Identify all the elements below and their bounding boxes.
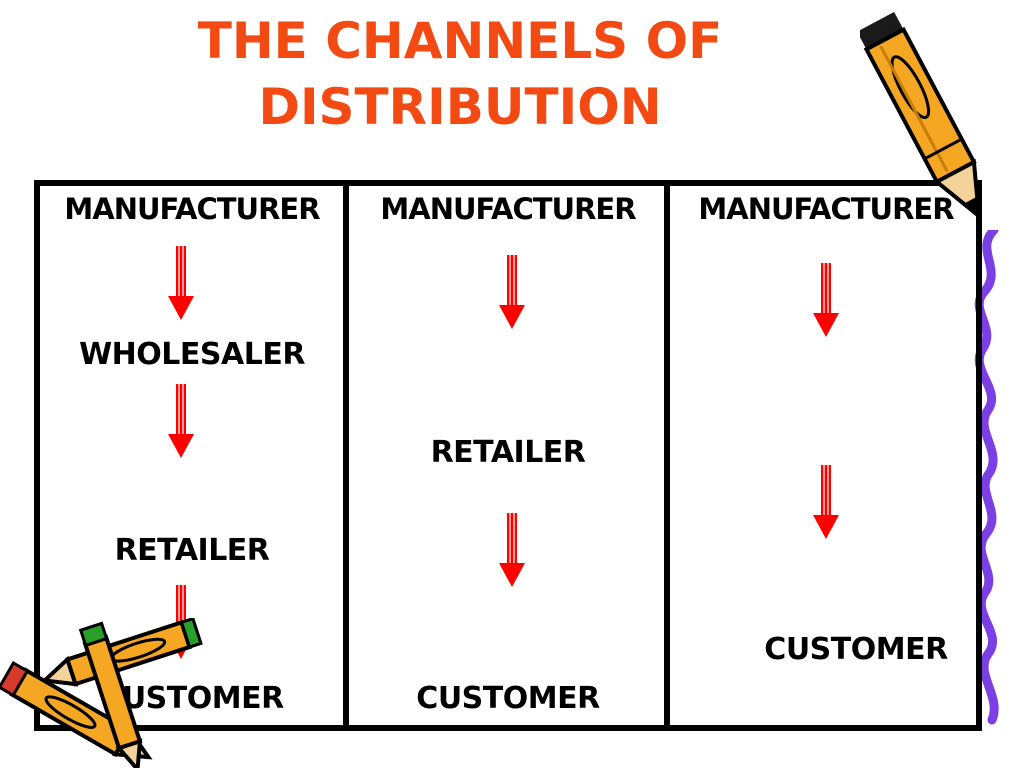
channels-frame [34,180,982,731]
arrow-down-icon [813,465,839,539]
pencil-icon [860,11,982,221]
arrow-down-icon [499,255,525,329]
channel-1-step-3: RETAILER [114,533,270,568]
arrow-down-icon [168,246,194,320]
arrow-down-icon [168,384,194,458]
channel-3-step-2: CUSTOMER [764,632,948,667]
channel-1-step-1: MANUFACTURER [64,192,320,226]
title-line-2: DISTRIBUTION [258,78,662,136]
column-divider-1 [343,180,349,731]
crossed-pencils-icon [0,618,203,768]
arrow-down-icon [813,263,839,337]
channel-2-step-1: MANUFACTURER [380,192,636,226]
channel-2-step-3: CUSTOMER [416,681,600,716]
channel-2-step-2: RETAILER [430,435,586,470]
column-divider-2 [664,180,670,731]
arrow-down-icon [499,513,525,587]
channel-1-step-2: WHOLESALER [79,337,305,372]
title-line-1: THE CHANNELS OF [197,12,723,70]
page-title: THE CHANNELS OF DISTRIBUTION [130,8,790,140]
channel-3-step-1: MANUFACTURER [698,192,954,226]
